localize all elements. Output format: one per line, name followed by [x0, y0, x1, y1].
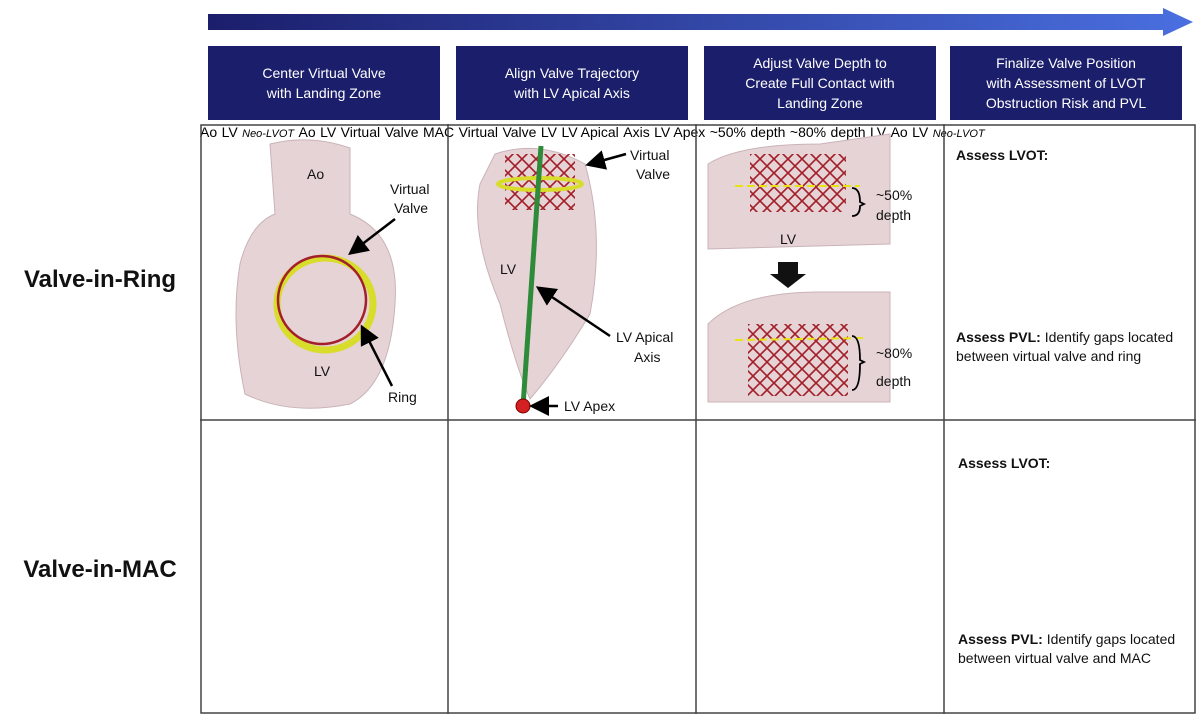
depth-50-label: ~50%: [876, 187, 912, 203]
svg-text:LV: LV: [780, 231, 797, 247]
lv-apical-axis-label: LV Apical: [616, 329, 673, 345]
down-arrow: [770, 262, 806, 288]
assess-lvot-ring: Assess LVOT:: [956, 147, 1049, 163]
step-4-header: Finalize Valve Position with Assessment …: [950, 46, 1182, 120]
workflow-arrow: [208, 8, 1193, 36]
ring-heart-model: [235, 139, 396, 409]
mac-label: MAC: [423, 124, 455, 140]
ring-depth-80: [707, 291, 891, 403]
virtual-valve-label: Virtual: [390, 181, 429, 197]
svg-text:Valve: Valve: [636, 166, 670, 182]
ao-label: Ao: [307, 166, 324, 182]
step-3-header: Adjust Valve Depth to Create Full Contac…: [704, 46, 936, 120]
assess-pvl-ring: Assess PVL: Identify gaps located betwee…: [956, 329, 1174, 364]
lv-apex-label: LV Apex: [564, 398, 615, 414]
neo-lvot-label: Neo-LVOT: [242, 128, 295, 140]
svg-text:depth: depth: [876, 207, 911, 223]
assess-lvot-mac: Assess LVOT:: [958, 455, 1051, 471]
assess-pvl-mac: Assess PVL: Identify gaps located betwee…: [958, 631, 1176, 666]
svg-text:Axis: Axis: [634, 349, 660, 365]
row-label-ring: Valve-in-Ring: [23, 266, 177, 293]
ring-depth-50: [707, 133, 891, 250]
step-2-header: Align Valve Trajectory with LV Apical Ax…: [456, 46, 688, 120]
svg-text:Valve: Valve: [394, 200, 428, 216]
svg-text:depth: depth: [876, 373, 911, 389]
virtual-valve-label-2: Virtual: [630, 147, 669, 163]
lv-label-2: LV: [500, 261, 517, 277]
lv-label: LV: [314, 363, 331, 379]
ring-lv-model: [477, 145, 597, 414]
panel-illustrations: Ao Virtual Valve LV Ring Virtual Valve L…: [200, 124, 1196, 714]
panel-grid: Ao Virtual Valve LV Ring Virtual Valve L…: [200, 124, 1196, 714]
depth-80-label: ~80%: [876, 345, 912, 361]
step-1-header: Center Virtual Valve with Landing Zone: [208, 46, 440, 120]
row-label-mac: Valve-in-MAC: [23, 556, 177, 583]
ring-label: Ring: [388, 389, 417, 405]
